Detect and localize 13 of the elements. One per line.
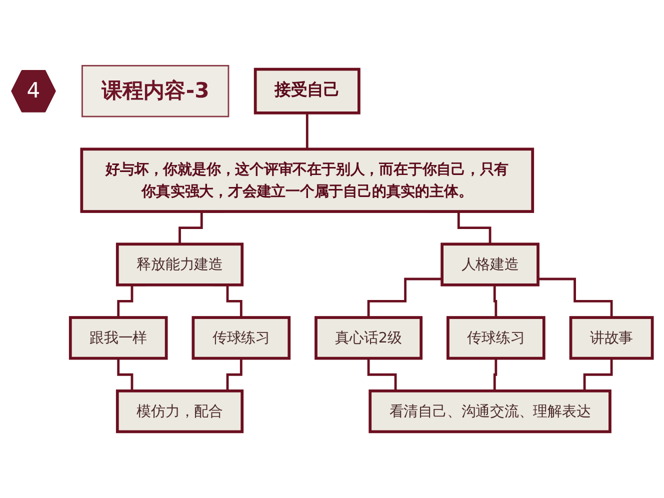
connector — [493, 357, 498, 392]
node-box: 真心话2级 — [314, 316, 423, 360]
node-box: 传球练习 — [192, 316, 291, 360]
node-box: 传球练习 — [446, 316, 546, 360]
node-box: 人格建造 — [440, 243, 540, 287]
node-box: 讲故事 — [569, 316, 654, 360]
node-box: 跟我一样 — [68, 316, 168, 360]
node-box: 接受自己 — [254, 68, 360, 115]
node-box: 释放能力建造 — [116, 243, 244, 287]
node-box: 课程内容-3 — [81, 65, 230, 118]
node-box: 看清自己、沟通交流、理解表达 — [368, 390, 612, 434]
node-box: 模仿力，配合 — [116, 390, 244, 434]
node-box: 好与坏，你就是你，这个评审不在于别人，而在于你自己，只有你真实强大，才会建立一个属于自己的真实的主体。 — [80, 148, 534, 214]
